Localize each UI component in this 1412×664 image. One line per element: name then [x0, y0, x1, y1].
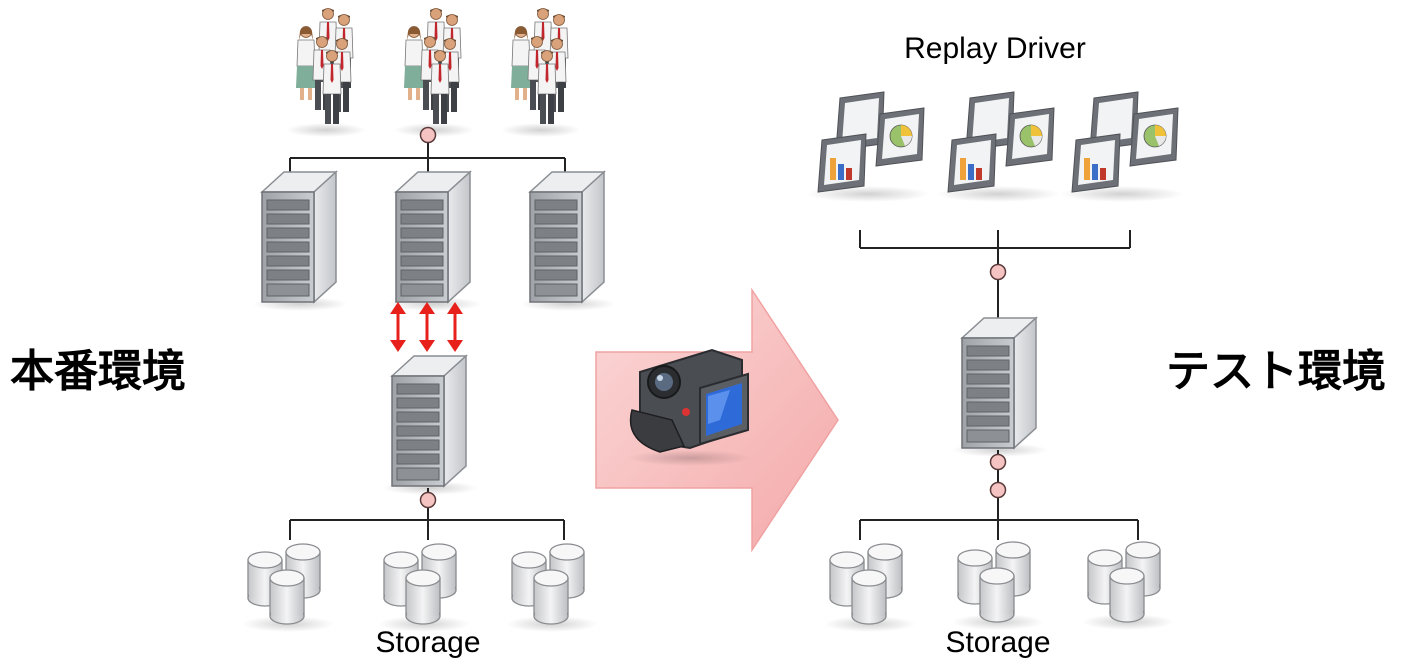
app-server-2 [385, 171, 483, 312]
sync-arrows [390, 302, 463, 352]
replay-client-1 [806, 92, 930, 202]
test-storage-cluster-1 [824, 544, 916, 632]
user-group-3 [501, 9, 581, 138]
test-storage-cluster-3 [1082, 542, 1174, 630]
user-group-2 [394, 9, 474, 138]
replay-client-3 [1060, 92, 1184, 202]
test-storage-cluster-2 [952, 542, 1044, 630]
replay-driver-label: Replay Driver [904, 32, 1086, 65]
test-environment: Replay Driver Storage テスト環境 [806, 32, 1386, 659]
storage-cluster-1 [242, 544, 334, 632]
video-camera-icon [628, 348, 752, 466]
test-environment-label: テスト環境 [1166, 346, 1386, 397]
app-server-1 [251, 171, 349, 312]
app-server-3 [519, 171, 617, 312]
connector-lines-replay [859, 230, 1131, 336]
production-environment: Storage 本番環境 [10, 9, 617, 659]
test-storage-label: Storage [945, 626, 1050, 659]
database-server [381, 355, 479, 496]
test-database-server [951, 317, 1049, 458]
connector-node-replay [989, 263, 1007, 281]
user-group-1 [286, 9, 366, 138]
connector-lines-top [289, 130, 566, 174]
production-environment-label: 本番環境 [10, 346, 186, 397]
storage-cluster-3 [506, 544, 598, 632]
connector-node-test-a [989, 453, 1007, 471]
production-storage-label: Storage [375, 626, 480, 659]
connector-node-test-b [989, 481, 1007, 499]
connector-node-storage [419, 491, 437, 509]
connector-node-users [419, 126, 437, 144]
replay-client-2 [936, 92, 1060, 202]
storage-cluster-2 [378, 544, 470, 632]
